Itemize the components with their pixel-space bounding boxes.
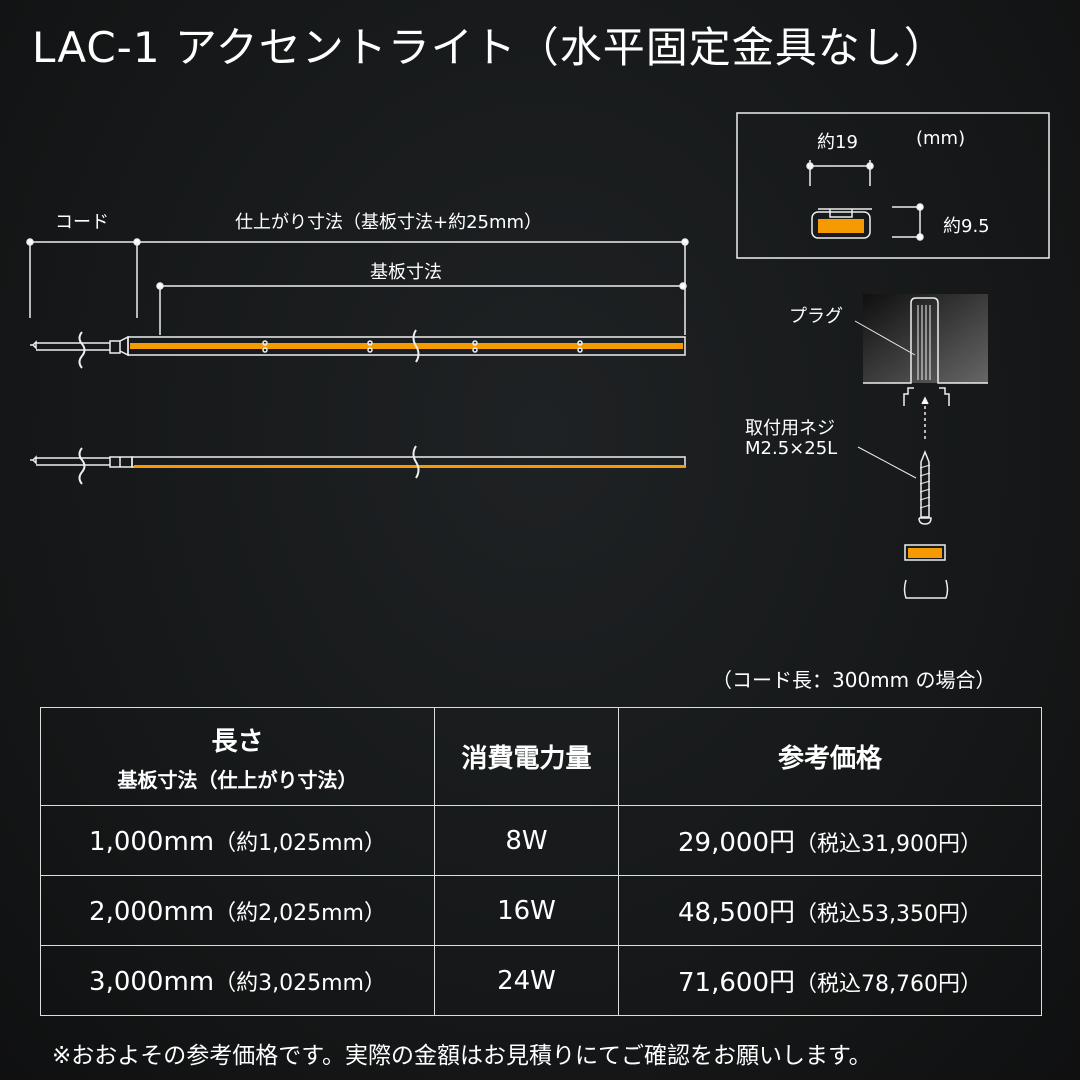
finished-size-label: 仕上がり寸法（基板寸法+約25mm） xyxy=(235,212,543,233)
table-row: 1,000mm（約1,025mm） 8W 29,000円（税込31,900円） xyxy=(40,805,1042,876)
footnote: ※おおよその参考価格です。実際の金額はお見積りにてご確認をお願いします。 xyxy=(52,1043,872,1069)
header-price: 参考価格 xyxy=(618,707,1042,806)
table-header: 長さ基板寸法（仕上がり寸法） 消費電力量 参考価格 xyxy=(40,707,1042,806)
price-table: 長さ基板寸法（仕上がり寸法） 消費電力量 参考価格 1,000mm（約1,025… xyxy=(40,707,1042,1016)
section-height: 約9.5 xyxy=(943,216,990,237)
channel-icon xyxy=(903,579,949,599)
header-length: 長さ基板寸法（仕上がり寸法） xyxy=(40,707,435,806)
cross-section xyxy=(806,160,924,241)
led-board-icon xyxy=(904,544,946,561)
plug-label: プラグ xyxy=(789,306,843,327)
page-title: LAC-1 アクセントライト（水平固定金具なし） xyxy=(32,23,947,72)
section-width: 約19 xyxy=(817,132,858,153)
header-power: 消費電力量 xyxy=(434,707,619,806)
table-row: 2,000mm（約2,025mm） 16W 48,500円（税込53,350円） xyxy=(40,875,1042,946)
cord-label: コード xyxy=(55,212,109,233)
screw-label: 取付用ネジ xyxy=(745,418,835,439)
section-unit: (mm) xyxy=(916,128,966,149)
led-strip-top-view xyxy=(30,329,686,369)
screw-icon xyxy=(918,449,932,525)
product-diagram xyxy=(26,112,1050,599)
led-strip-side-view xyxy=(30,445,686,485)
plug-icon xyxy=(863,297,988,384)
dimension-lines xyxy=(26,238,689,335)
bracket-icon xyxy=(903,387,950,406)
screw-spec: M2.5×25L xyxy=(745,438,838,459)
table-row: 3,000mm（約3,025mm） 24W 71,600円（税込78,760円） xyxy=(40,945,1042,1016)
board-size-label: 基板寸法 xyxy=(370,262,442,283)
cross-section-box xyxy=(736,112,1050,259)
cord-length-note: （コード長：300mm の場合） xyxy=(712,668,996,692)
